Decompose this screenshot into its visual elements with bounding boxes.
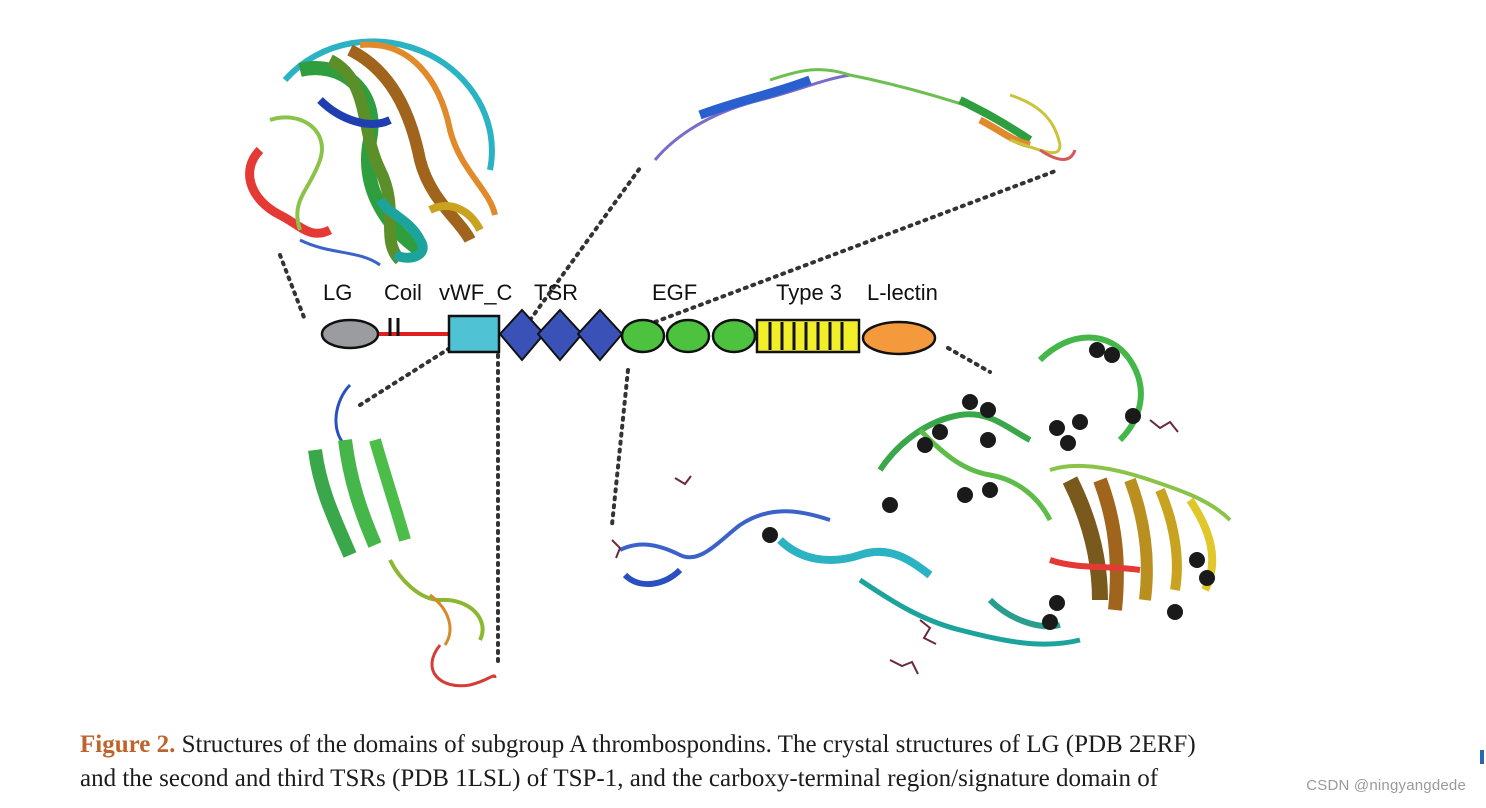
- dotted-connectors: [278, 166, 1060, 667]
- domain-labels: LG Coil vWF_C TSR EGF Type 3 L-lectin: [323, 280, 938, 305]
- caption-line-1: Figure 2. Structures of the domains of s…: [80, 728, 1460, 762]
- watermark: CSDN @ningyangdede: [1306, 777, 1466, 794]
- caption-line-2: and the second and third TSRs (PDB 1LSL)…: [80, 765, 1159, 792]
- type3-domain-shape: [755, 318, 861, 354]
- egf-domain-shape-1: [620, 318, 666, 354]
- tsr-structure-image: [653, 68, 1077, 161]
- egf-domain-shape-2: [665, 318, 711, 354]
- l-lectin-domain-shape: [861, 320, 937, 356]
- coil-marks: [388, 318, 400, 336]
- domain-structure-figure: LG Coil vWF_C TSR EGF Type 3 L-lectin: [245, 38, 1232, 688]
- signature-domain-structure-image: [611, 334, 1232, 675]
- tsr-domain-shape-1: [498, 308, 546, 362]
- vwf-c-structure-image: [308, 383, 497, 688]
- label-type3: Type 3: [776, 280, 842, 305]
- vwf-c-domain-shape: [447, 314, 501, 354]
- caption-text-1: Structures of the domains of subgroup A …: [175, 731, 1196, 758]
- label-tsr: TSR: [534, 280, 578, 305]
- lg-structure-image: [245, 38, 498, 267]
- egf-domain-shape-3: [711, 318, 757, 354]
- label-egf: EGF: [652, 280, 697, 305]
- label-vwf-c: vWF_C: [439, 280, 512, 305]
- label-coil: Coil: [384, 280, 422, 305]
- tsr-domain-shape-2: [536, 308, 584, 362]
- tsr-domain-shape-3: [576, 308, 624, 362]
- figure-label: Figure 2.: [80, 731, 176, 758]
- label-lg: LG: [323, 280, 352, 305]
- label-l-lectin: L-lectin: [867, 280, 938, 305]
- lg-domain-shape: [320, 318, 380, 350]
- edge-mark: [1480, 750, 1484, 764]
- type3-repeat-lines: [768, 322, 844, 350]
- domain-schematic: [320, 308, 937, 362]
- figure-caption: Figure 2. Structures of the domains of s…: [80, 728, 1460, 796]
